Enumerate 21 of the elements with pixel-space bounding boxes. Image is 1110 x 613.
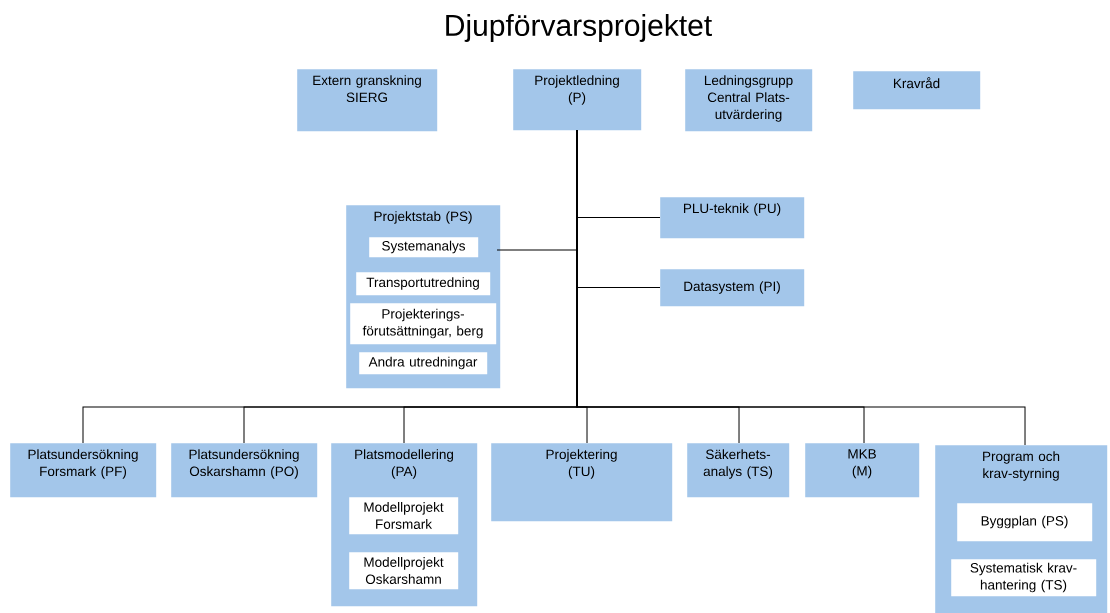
- org-box: Projektering (TU): [491, 443, 673, 522]
- org-box: Extern granskning SIERG: [297, 69, 438, 132]
- sub-box: Projekterings-förutsättningar, berg: [350, 303, 497, 345]
- org-box: Kravråd: [853, 71, 981, 110]
- sub-box: Systemanalys: [369, 237, 479, 258]
- sub-box: Transportutredning: [356, 272, 491, 296]
- org-box: Ledningsgrupp Central Plats-utvärdering: [685, 69, 813, 132]
- connector-line: [576, 129, 1026, 446]
- sub-box: Modellprojekt Forsmark: [349, 497, 459, 535]
- sub-box: Andra utredningar: [359, 352, 488, 375]
- org-box: PLU-teknik (PU): [660, 197, 805, 239]
- diagram-title: Djupförvarsprojektet: [446, 14, 712, 42]
- sub-box: Systematisk krav-hantering (TS): [951, 559, 1097, 597]
- org-box: Platsundersökning Oskarshamn (PO): [171, 443, 318, 498]
- org-box: Säkerhets-analys (TS): [687, 443, 790, 498]
- org-box: Datasystem (PI): [660, 269, 805, 307]
- sub-box: Modellprojekt Oskarshamn: [349, 552, 459, 590]
- org-box: MKB (M): [805, 443, 920, 498]
- sub-box: Byggplan (PS): [957, 503, 1093, 542]
- org-box: Platsundersökning Forsmark (PF): [10, 443, 157, 498]
- org-box: Projektledning (P): [513, 69, 642, 131]
